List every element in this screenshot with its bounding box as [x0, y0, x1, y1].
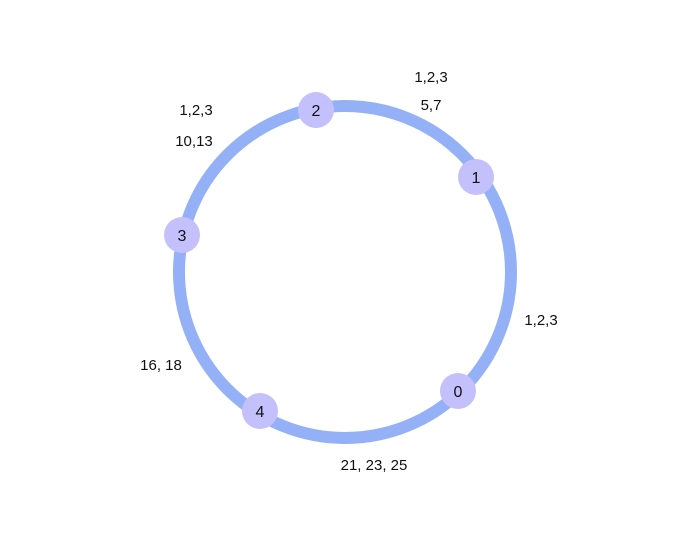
edge-label-top-right-line2: 5,7: [421, 97, 442, 114]
ring-node-0-label: 0: [454, 384, 463, 401]
ring-node-0: 0: [440, 373, 476, 409]
ring-node-3-label: 3: [178, 228, 187, 245]
ring-node-1: 1: [458, 159, 494, 195]
ring-node-2: 2: [298, 92, 334, 128]
ring-node-4-label: 4: [256, 404, 265, 421]
ring-node-2-circle: [298, 92, 334, 128]
edge-label-bottom: 21, 23, 25: [341, 457, 408, 474]
ring-node-2-label: 2: [312, 103, 321, 120]
ring-node-4: 4: [242, 393, 278, 429]
edge-label-right: 1,2,3: [524, 312, 557, 329]
ring-node-1-label: 1: [472, 170, 481, 187]
ring: [173, 100, 517, 444]
ring-node-1-circle: [458, 159, 494, 195]
ring-node-3-circle: [164, 217, 200, 253]
ring-node-0-circle: [440, 373, 476, 409]
ring-node-4-circle: [242, 393, 278, 429]
edge-label-top-left-line1: 1,2,3: [179, 102, 212, 119]
ring-node-3: 3: [164, 217, 200, 253]
edge-label-left: 16, 18: [140, 357, 182, 374]
edge-label-top-left-line2: 10,13: [175, 133, 213, 150]
edge-label-top-right-line1: 1,2,3: [414, 69, 447, 86]
